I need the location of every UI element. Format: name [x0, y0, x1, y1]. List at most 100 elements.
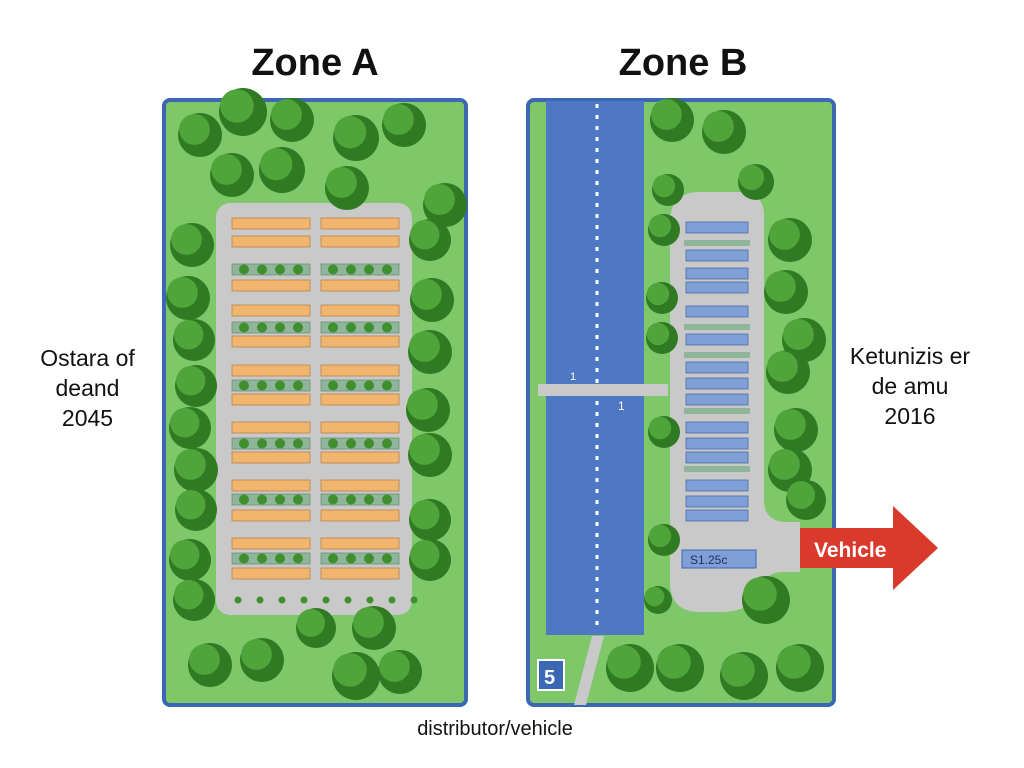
planter-strip	[684, 352, 750, 358]
shrub	[257, 553, 267, 564]
shrub	[275, 494, 285, 505]
zone-b-trees	[606, 98, 826, 700]
tree-highlight	[176, 366, 206, 396]
parking-row	[685, 421, 749, 434]
shrub	[275, 553, 285, 564]
parking-row	[231, 451, 311, 464]
planter-strip	[320, 552, 400, 565]
planter-strip	[320, 437, 400, 450]
parking-row	[231, 304, 311, 317]
shrub	[257, 380, 267, 391]
zone-b-parking-rows	[684, 221, 750, 522]
tree-highlight	[648, 214, 672, 238]
tree-highlight	[607, 645, 641, 679]
tree-highlight	[271, 99, 302, 130]
shrub	[257, 494, 267, 505]
tree-highlight	[769, 449, 800, 480]
corner-sign	[537, 659, 565, 691]
right-side-label: Ketunizis er de amu 2016	[849, 343, 971, 429]
parking-row	[320, 509, 400, 522]
parking-row	[231, 364, 311, 377]
shrub	[382, 380, 392, 391]
shrub	[257, 322, 267, 333]
corner-sign-label: 5	[544, 667, 555, 689]
shrub	[256, 596, 264, 604]
parking-row	[231, 421, 311, 434]
tree-highlight	[174, 580, 204, 610]
tree-highlight	[409, 331, 440, 362]
shrub	[239, 438, 249, 449]
crossing-road	[538, 384, 668, 396]
zone-a-title: Zone A	[251, 42, 379, 84]
tree-highlight	[333, 653, 367, 687]
tree-highlight	[787, 481, 815, 509]
road-marker-bottom: 1	[618, 399, 625, 413]
shrub	[346, 380, 356, 391]
tree-highlight	[326, 167, 357, 198]
shrub	[293, 438, 303, 449]
tree-highlight	[407, 389, 438, 420]
parking-row	[685, 249, 749, 262]
parking-row	[320, 364, 400, 377]
tree-highlight	[648, 416, 672, 440]
planter-strip	[231, 437, 311, 450]
parking-row	[320, 479, 400, 492]
zone-b-sign-label: S1.25c	[690, 553, 727, 567]
parking-row	[685, 221, 749, 234]
vehicle-arrow	[800, 506, 938, 590]
vehicle-arrow-label: Vehicle	[814, 539, 886, 562]
shrub	[346, 264, 356, 275]
tree-highlight	[765, 271, 796, 302]
planter-strip	[231, 552, 311, 565]
shrub	[364, 438, 374, 449]
planter-strip	[231, 493, 311, 506]
road-marker-top: 1	[570, 371, 576, 383]
tree-highlight	[644, 586, 665, 607]
shrub	[275, 380, 285, 391]
parking-row	[231, 335, 311, 348]
shrub	[322, 596, 330, 604]
tree-highlight	[703, 111, 734, 142]
shrub	[346, 553, 356, 564]
tree-highlight	[241, 639, 272, 670]
planter-strip	[320, 263, 400, 276]
tree-highlight	[769, 219, 800, 250]
planter-strip	[231, 379, 311, 392]
parking-row	[231, 537, 311, 550]
shrub	[328, 438, 338, 449]
parking-row	[320, 304, 400, 317]
tree-highlight	[652, 174, 676, 198]
parking-row	[685, 509, 749, 522]
planter-strip	[684, 240, 750, 246]
tree-highlight	[651, 99, 682, 130]
tree-highlight	[297, 609, 325, 637]
tree-highlight	[410, 540, 440, 570]
parking-row	[231, 235, 311, 248]
tree-highlight	[646, 282, 670, 306]
planter-strip	[684, 408, 750, 414]
planter-strip	[684, 324, 750, 330]
tree-highlight	[410, 220, 440, 250]
shrub	[364, 553, 374, 564]
shrub	[257, 264, 267, 275]
planter-strip	[320, 493, 400, 506]
shrub	[328, 322, 338, 333]
shrub	[364, 494, 374, 505]
planter-strip	[320, 379, 400, 392]
shrub	[293, 553, 303, 564]
shrub	[388, 596, 396, 604]
tree-highlight	[424, 184, 455, 215]
shrub	[328, 264, 338, 275]
tree-highlight	[777, 645, 811, 679]
shrub	[278, 596, 286, 604]
parking-row	[231, 479, 311, 492]
tree-highlight	[170, 408, 200, 438]
shrub	[293, 322, 303, 333]
shrub	[366, 596, 374, 604]
tree-highlight	[743, 577, 777, 611]
parking-row	[231, 509, 311, 522]
shrub	[364, 380, 374, 391]
shrub	[346, 322, 356, 333]
tree-highlight	[767, 351, 798, 382]
shrub	[234, 596, 242, 604]
